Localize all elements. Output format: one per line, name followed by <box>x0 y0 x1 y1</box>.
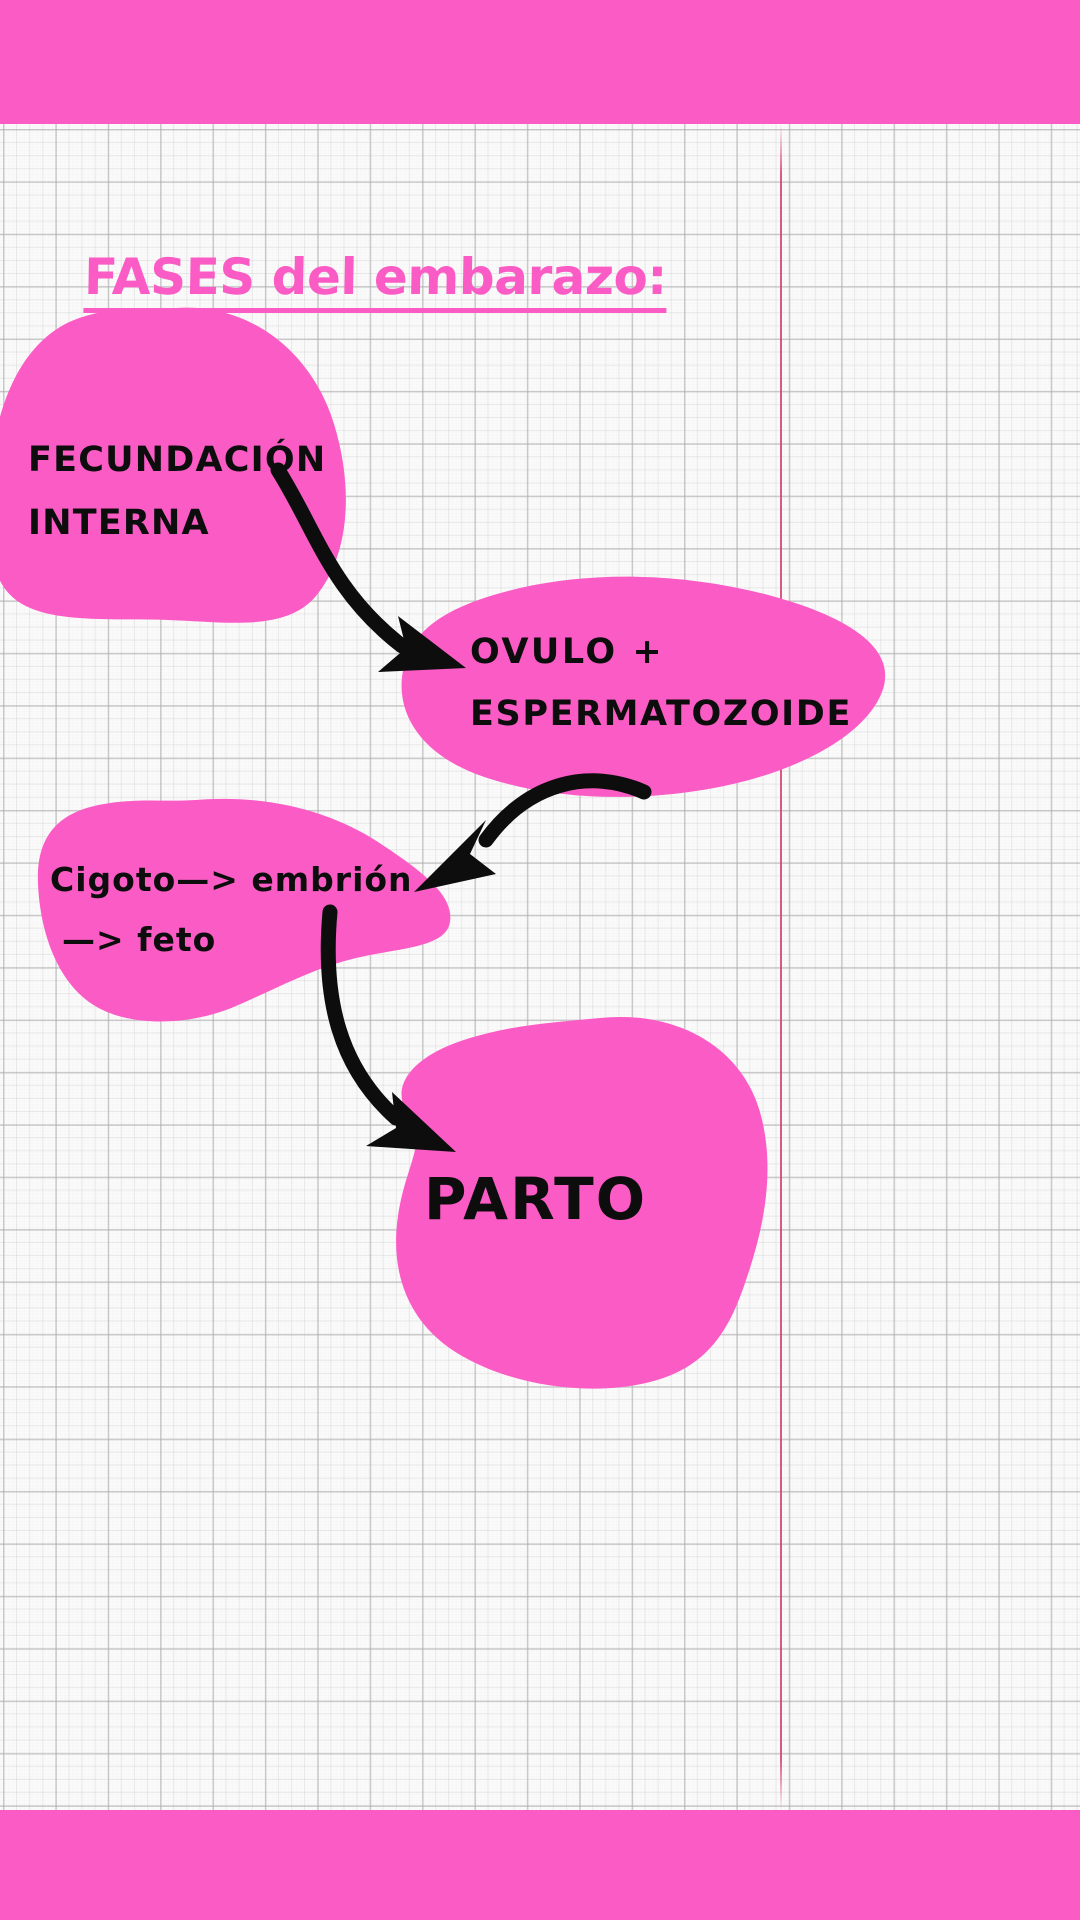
margin-rule-line <box>780 124 783 1810</box>
header-band <box>0 0 1080 124</box>
page-title: FASES del embarazo: <box>83 248 667 313</box>
node-gametos-line-1: OVULO + <box>470 632 665 672</box>
arrow-1 <box>270 462 466 672</box>
blob-fecundacion <box>0 307 346 623</box>
node-fecundacion-line-1: FECUNDACIÓN <box>28 440 327 480</box>
page-title-text: FASES del embarazo: <box>83 248 667 313</box>
node-desarrollo-line-1: Cigoto—> embrión <box>50 860 413 899</box>
arrow-2 <box>414 773 652 892</box>
node-fecundacion-line-2: INTERNA <box>28 503 210 543</box>
arrow-3 <box>320 904 456 1152</box>
footer-band <box>0 1810 1080 1920</box>
blob-gametos <box>401 576 886 797</box>
node-gametos-line-2: ESPERMATOZOIDE <box>470 694 852 734</box>
node-parto-label: PARTO <box>424 1165 647 1233</box>
blob-parto <box>396 1016 768 1389</box>
blob-desarrollo <box>37 798 451 1022</box>
node-desarrollo-line-2: —> feto <box>62 920 217 959</box>
